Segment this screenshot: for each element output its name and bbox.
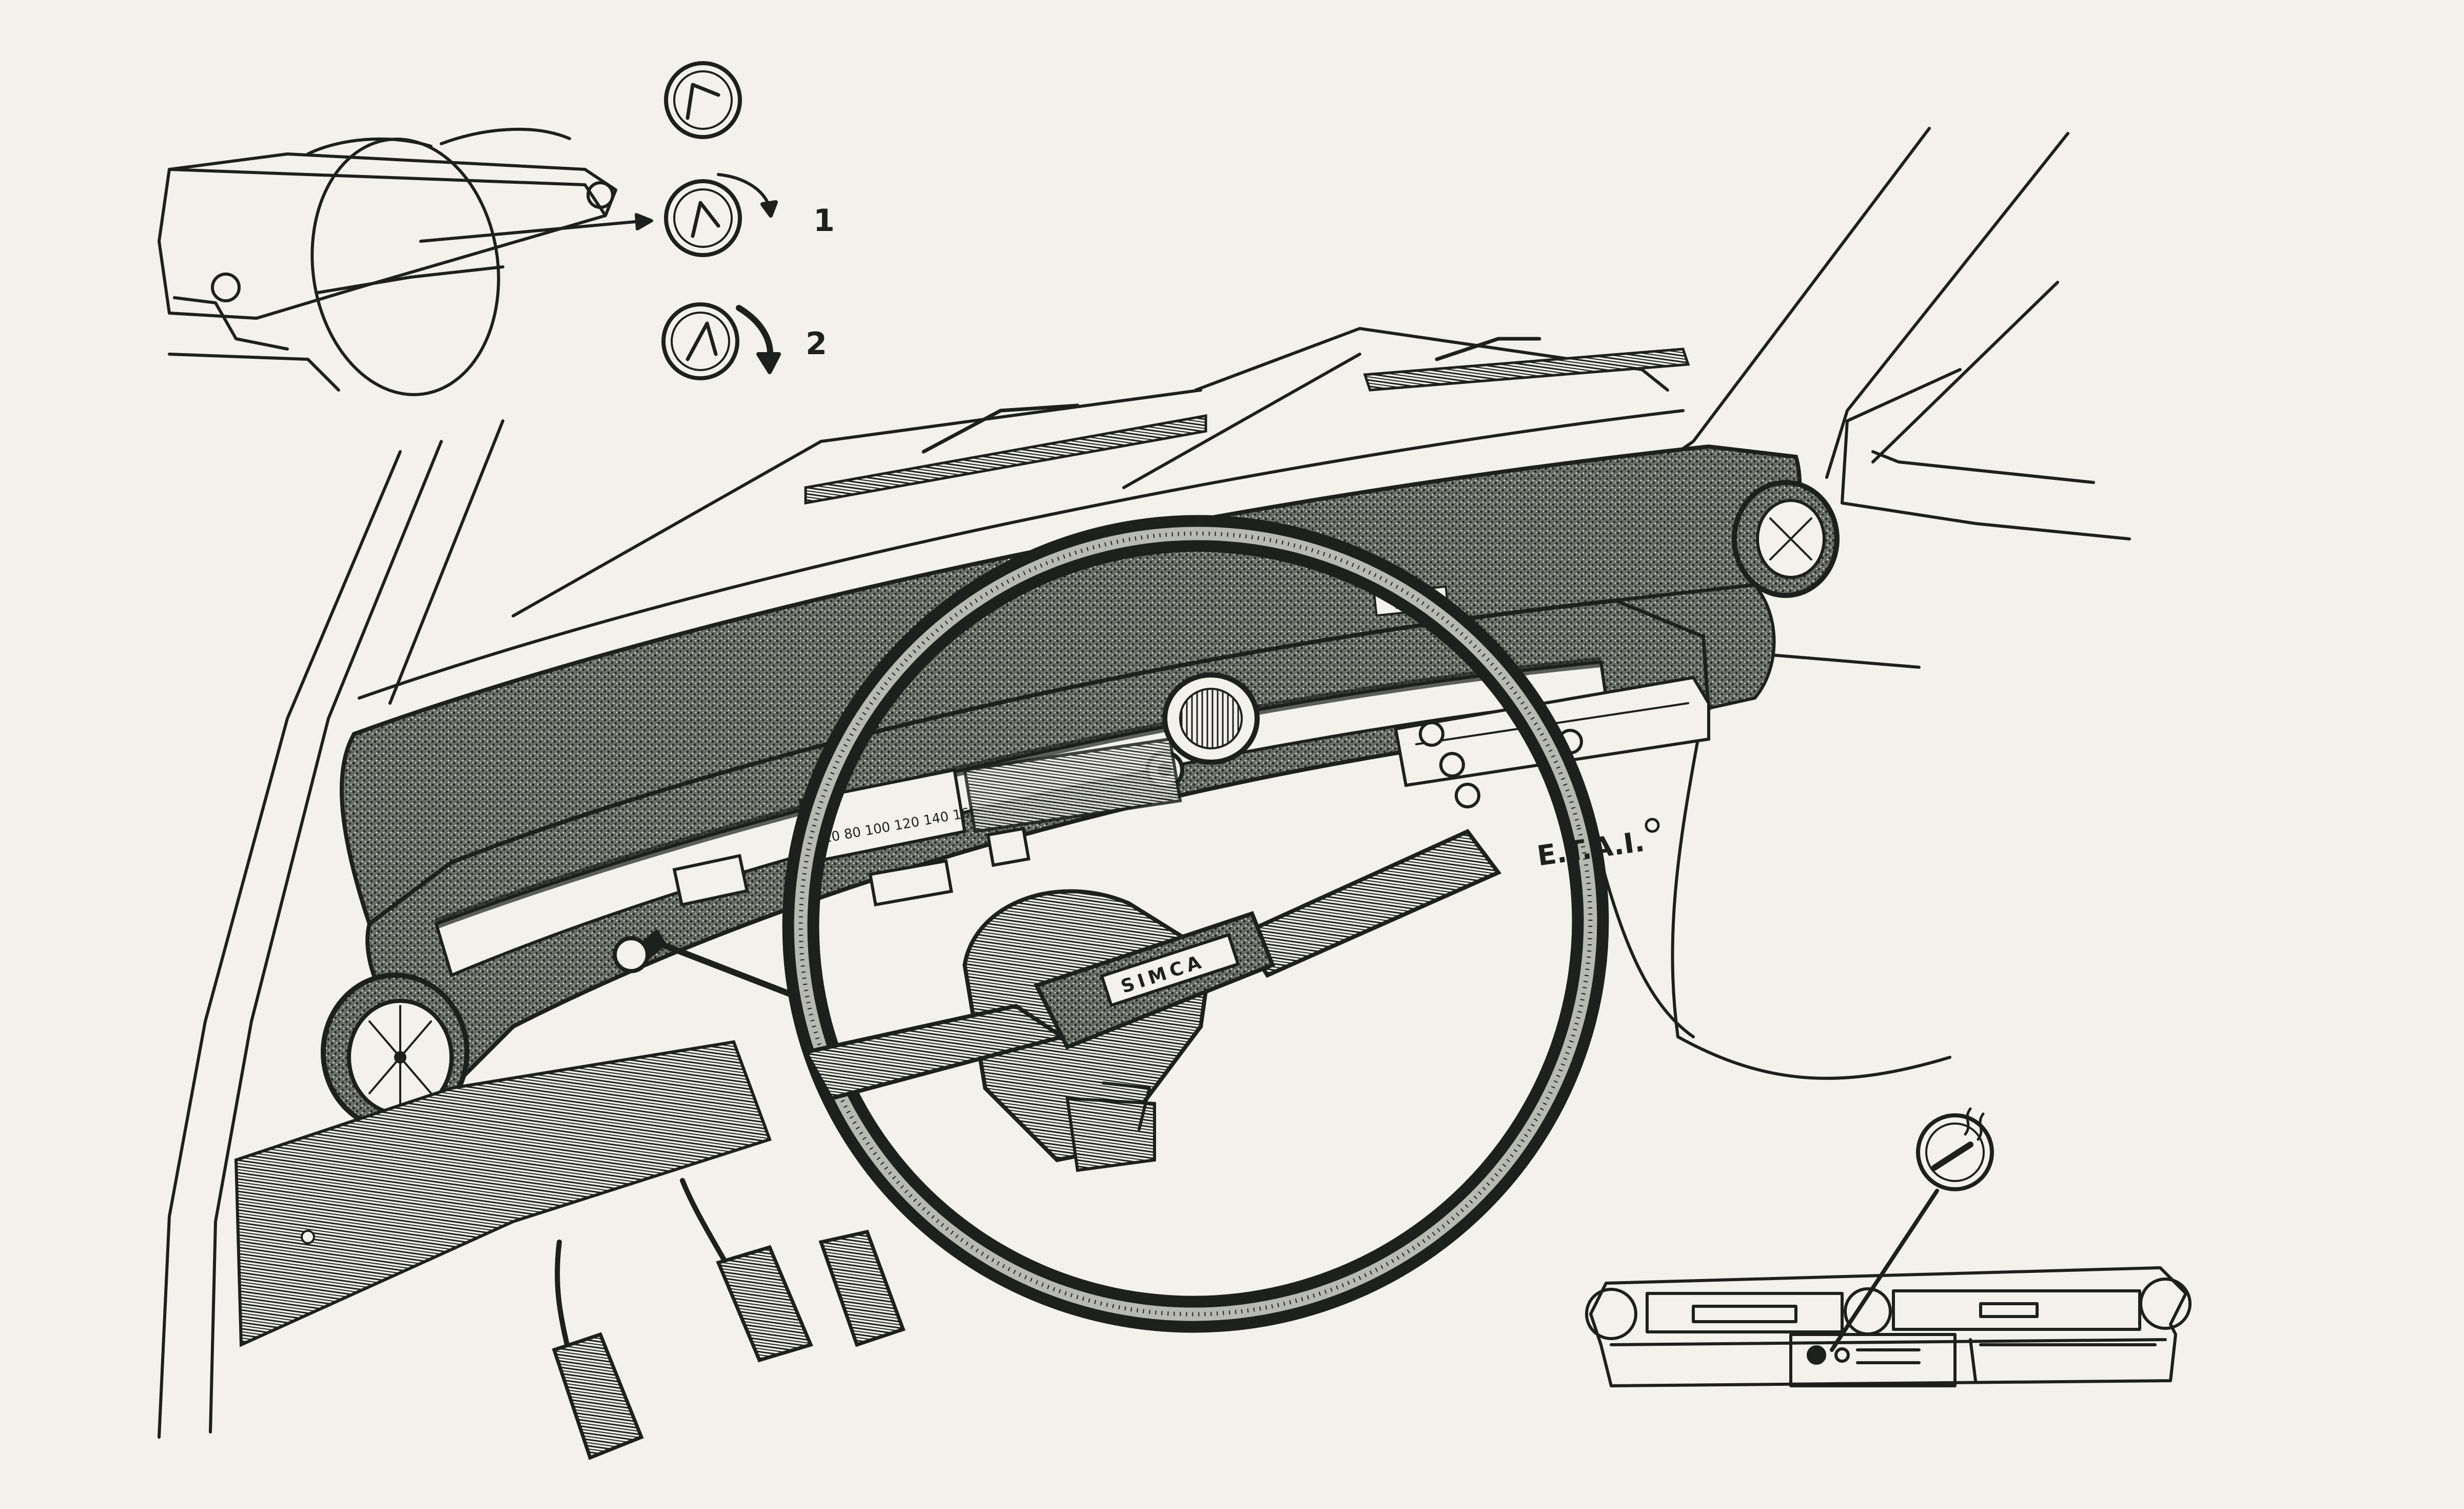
- lighter-dashboard-sketch: [1585, 1266, 2192, 1387]
- wiper-slow-icon: [664, 173, 778, 257]
- right-wiper-blade: [1363, 337, 1690, 392]
- accelerator-pedal: [818, 1229, 906, 1347]
- left-wiper-blade: [804, 403, 1207, 505]
- wiper-inset: 1 2: [158, 61, 835, 396]
- publisher-mark-dot: [1645, 818, 1660, 833]
- step-2-label: 2: [806, 326, 827, 362]
- steering-wheel: SIMCA: [782, 515, 1609, 1333]
- brake-pedal: [680, 1178, 813, 1363]
- inset-dashboard-sketch: [158, 127, 653, 396]
- step-1-label: 1: [813, 203, 835, 239]
- wiper-fast-icon: [661, 302, 781, 380]
- cigarette-lighter-icon: [1916, 1107, 1994, 1191]
- clutch-pedal: [552, 1240, 644, 1460]
- lighter-inset: [1585, 1107, 2192, 1387]
- wiper-off-icon: [664, 61, 742, 139]
- under-dash-panel: [234, 1040, 772, 1347]
- dashboard: 1100 10 80 100 120 140 160: [321, 444, 1840, 1132]
- dashboard-clock: [1162, 672, 1260, 765]
- left-air-vent: [321, 973, 470, 1132]
- right-air-vent: [1732, 480, 1840, 598]
